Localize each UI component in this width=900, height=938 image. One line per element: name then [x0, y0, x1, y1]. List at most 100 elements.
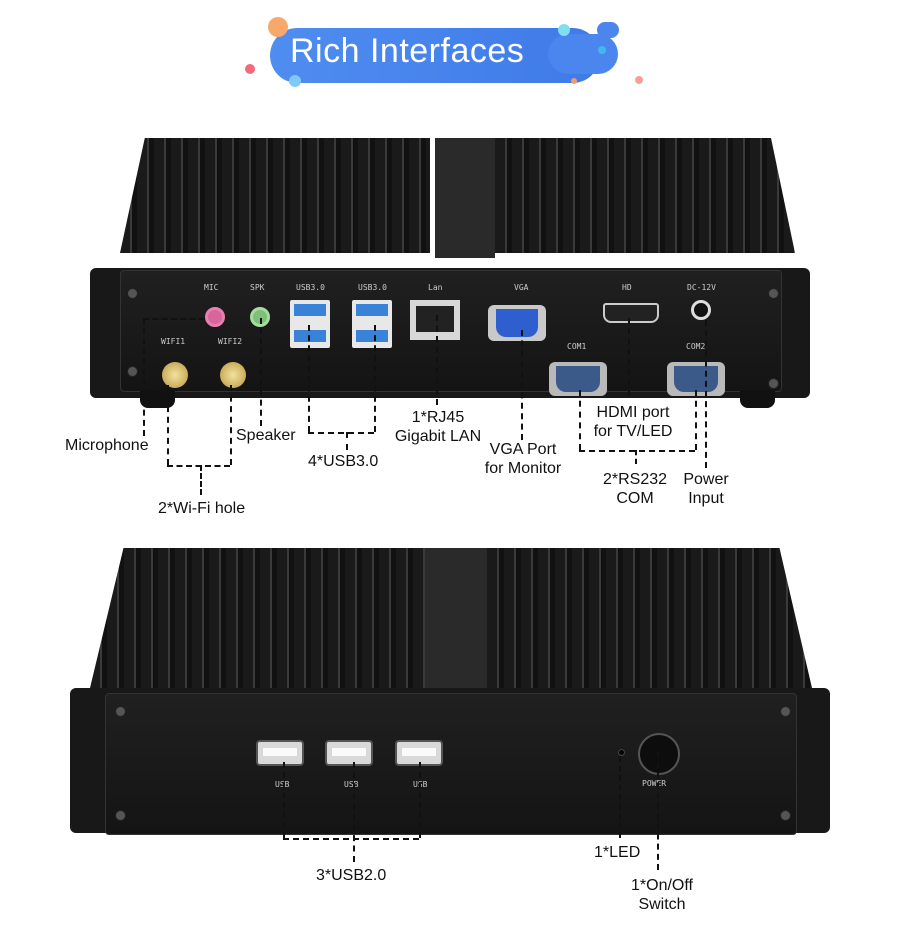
callout-vga: VGA Port for Monitor — [478, 440, 568, 478]
decor-dot — [268, 17, 288, 37]
decor-dot — [635, 76, 643, 84]
banner-background — [270, 28, 600, 83]
lan-label: Lan — [428, 283, 443, 292]
heatsink-fins — [120, 138, 430, 253]
callout-hdmi: HDMI port for TV/LED — [588, 403, 678, 441]
leader-line — [619, 756, 621, 838]
callout-wifi: 2*Wi-Fi hole — [158, 500, 246, 517]
callout-usb2: 3*USB2.0 — [316, 867, 387, 884]
leader-line — [143, 318, 145, 436]
foot — [740, 390, 775, 408]
leader-line — [635, 450, 637, 464]
leader-line — [579, 390, 581, 450]
screw-icon — [768, 378, 779, 389]
leader-line — [705, 320, 707, 468]
leader-line — [283, 762, 285, 838]
leader-line — [657, 752, 659, 870]
front-device — [70, 548, 830, 838]
callout-hdmi-line2: for TV/LED — [593, 423, 673, 440]
decor-dot — [571, 78, 577, 84]
front-panel — [105, 693, 797, 835]
leader-line — [167, 385, 169, 465]
screw-icon — [780, 706, 791, 717]
spk-label: SPK — [250, 283, 265, 292]
callout-power-input: Power Input — [678, 470, 734, 508]
usb2-port — [325, 740, 373, 766]
callout-hdmi-line1: HDMI port — [596, 404, 670, 421]
callout-vga-line2: for Monitor — [484, 460, 562, 477]
com2-port — [667, 362, 725, 396]
power-label: POWER — [642, 779, 667, 788]
vga-port — [488, 305, 546, 341]
callout-vga-line1: VGA Port — [489, 441, 557, 458]
wifi2-label: WIFI2 — [218, 337, 243, 346]
mic-jack — [205, 307, 225, 327]
decor-dot — [558, 24, 570, 36]
banner-tail — [548, 34, 618, 74]
leader-line — [419, 762, 421, 838]
decor-dot — [597, 22, 619, 38]
com1-port — [549, 362, 607, 396]
leader-line — [308, 432, 374, 434]
callout-switch-line1: 1*On/Off — [631, 877, 693, 894]
callout-rj45-line1: 1*RJ45 — [411, 409, 465, 426]
usb-label: USB — [275, 780, 290, 789]
leader-line — [283, 838, 419, 840]
leader-line — [374, 325, 376, 432]
leader-line — [521, 330, 523, 440]
usb2-port — [256, 740, 304, 766]
callout-speaker: Speaker — [236, 427, 296, 444]
wifi-antenna-connector — [220, 362, 246, 388]
rj45-port — [410, 300, 460, 340]
decor-dot — [289, 75, 301, 87]
leader-line — [260, 318, 262, 426]
callout-usb3: 4*USB3.0 — [308, 453, 379, 470]
leader-line — [346, 432, 348, 450]
leader-line — [143, 318, 205, 320]
usb3-label: USB3.0 — [296, 283, 325, 292]
callout-power-line1: Power — [683, 471, 729, 488]
com2-label: COM2 — [686, 342, 706, 351]
dc-label: DC-12V — [687, 283, 716, 292]
heatsink-fins — [487, 548, 812, 688]
leader-line — [436, 315, 438, 405]
leader-line — [200, 465, 202, 495]
screw-icon — [115, 810, 126, 821]
heatsink-fins — [90, 548, 425, 688]
usb3-port — [352, 300, 392, 348]
power-button[interactable] — [638, 733, 680, 775]
leader-line — [230, 385, 232, 465]
hd-label: HD — [622, 283, 632, 292]
heatsink-center — [435, 138, 495, 258]
callout-led: 1*LED — [594, 844, 641, 861]
banner-title: Rich Interfaces — [290, 32, 525, 70]
leader-line — [353, 762, 355, 862]
com1-label: COM1 — [567, 342, 587, 351]
callout-switch-line2: Switch — [638, 896, 686, 913]
screw-icon — [127, 366, 138, 377]
wifi1-label: WIFI1 — [161, 337, 186, 346]
leader-line — [695, 390, 697, 450]
leader-line — [308, 325, 310, 432]
heatsink-center — [425, 548, 487, 693]
foot — [140, 390, 175, 408]
hdmi-port — [603, 303, 659, 323]
dc-power-jack — [691, 300, 711, 320]
decor-dot — [598, 46, 606, 54]
callout-com-line1: 2*RS232 — [602, 471, 668, 488]
wifi-antenna-connector — [162, 362, 188, 388]
callout-com-line2: COM — [616, 490, 654, 507]
leader-line — [628, 318, 630, 396]
vga-label: VGA — [514, 283, 529, 292]
screw-icon — [115, 706, 126, 717]
screw-icon — [127, 288, 138, 299]
led-indicator — [618, 749, 625, 756]
callout-switch: 1*On/Off Switch — [622, 876, 702, 914]
usb3-port — [290, 300, 330, 348]
leader-line — [167, 465, 230, 467]
usb3-label: USB3.0 — [358, 283, 387, 292]
usb-label: USB — [344, 780, 359, 789]
callout-com: 2*RS232 COM — [596, 470, 674, 508]
heatsink-fins — [495, 138, 795, 253]
mic-label: MIC — [204, 283, 219, 292]
